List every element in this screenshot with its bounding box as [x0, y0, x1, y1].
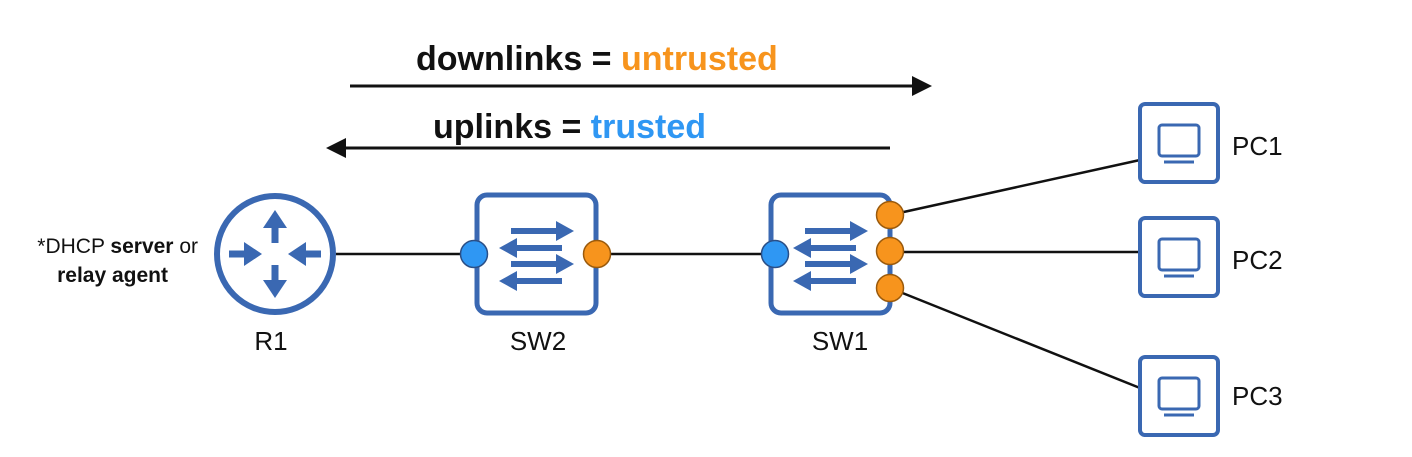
router-r1[interactable]: R1 — [214, 193, 336, 356]
uplink-arrow — [326, 138, 890, 158]
router-icon — [214, 193, 336, 315]
port-untrusted-sw1-pc3 — [875, 273, 905, 303]
pc-icon — [1138, 355, 1220, 437]
pc3-label: PC3 — [1232, 381, 1283, 411]
pc-pc2[interactable]: PC2 — [1138, 216, 1283, 298]
downlink-arrow — [350, 76, 932, 96]
port-trusted-sw1 — [760, 239, 790, 269]
sw2-label: SW2 — [510, 326, 566, 356]
port-untrusted-sw2 — [582, 239, 612, 269]
pc-icon — [1138, 216, 1220, 298]
port-untrusted-sw1-pc1 — [875, 200, 905, 230]
port-trusted-sw2 — [459, 239, 489, 269]
router-note-line2: relay agent — [57, 264, 168, 287]
sw1-label: SW1 — [812, 326, 868, 356]
pc1-label: PC1 — [1232, 131, 1283, 161]
pc-pc1[interactable]: PC1 — [1138, 102, 1283, 184]
pc-pc3[interactable]: PC3 — [1138, 355, 1283, 437]
pc-icon — [1138, 102, 1220, 184]
switch-sw1[interactable]: SW1 — [768, 192, 893, 356]
link-sw1-pc3 — [889, 286, 1141, 390]
pc2-label: PC2 — [1232, 245, 1283, 275]
uplinks-title: uplinks = trusted — [433, 108, 706, 146]
router-note-line1: *DHCP server or — [37, 235, 198, 258]
switch-sw2[interactable]: SW2 — [474, 192, 599, 356]
port-untrusted-sw1-pc2 — [875, 236, 905, 266]
downlinks-title: downlinks = untrusted — [416, 40, 778, 78]
switch-icon — [474, 192, 599, 316]
link-sw1-pc1 — [889, 158, 1141, 217]
r1-label: R1 — [254, 326, 287, 356]
